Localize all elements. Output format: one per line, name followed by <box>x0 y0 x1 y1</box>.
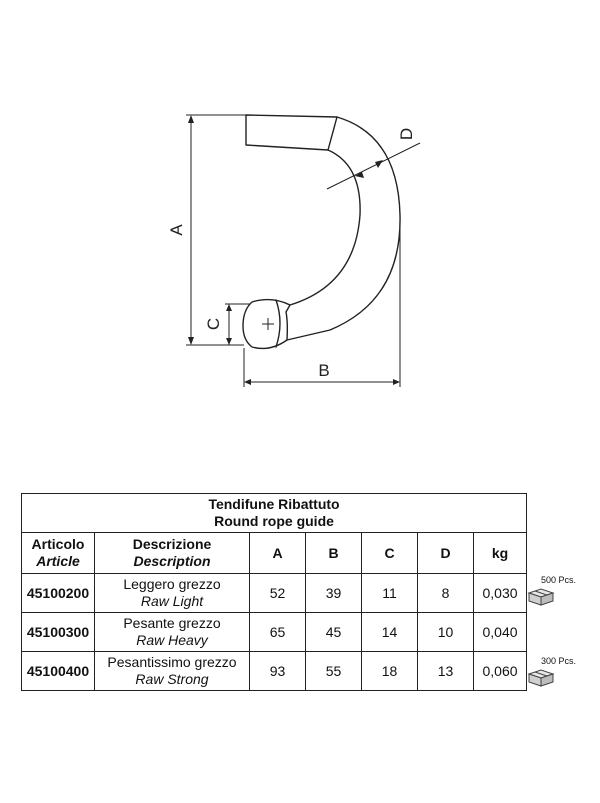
table-row: 45100300 Pesante grezzo Raw Heavy 65 45 … <box>21 612 528 652</box>
table-row: 45100200 Leggero grezzo Raw Light 52 39 … <box>21 573 528 613</box>
cell-desc-it: Pesantissimo grezzo <box>107 654 237 670</box>
cell-c: 14 <box>361 612 418 652</box>
technical-drawing: A C B D <box>167 114 421 387</box>
header-description-it: Descrizione <box>132 536 212 552</box>
hook-cap <box>242 298 291 350</box>
header-a: A <box>249 532 306 574</box>
spec-table: Tendifune Ribattuto Round rope guide Art… <box>20 493 528 691</box>
header-c: C <box>361 532 418 574</box>
cell-a: 52 <box>249 573 306 613</box>
cell-desc-en: Raw Strong <box>135 671 209 687</box>
cell-kg: 0,030 <box>472 573 528 613</box>
table-row: 45100400 Pesantissimo grezzo Raw Strong … <box>21 651 528 691</box>
cell-desc-it: Pesante grezzo <box>123 615 221 631</box>
dim-label-b: B <box>318 361 329 380</box>
header-row: Articolo Article Descrizione Description… <box>21 532 528 574</box>
header-description: Descrizione Description <box>94 532 250 574</box>
cell-a: 93 <box>249 651 306 691</box>
cell-desc-it: Leggero grezzo <box>123 576 221 592</box>
header-description-en: Description <box>133 553 211 569</box>
cell-description: Leggero grezzo Raw Light <box>94 573 250 613</box>
header-article: Articolo Article <box>21 532 95 574</box>
cell-kg: 0,040 <box>472 612 528 652</box>
box-icon <box>527 669 555 687</box>
pack-label-500: 500 Pcs. <box>541 575 577 585</box>
cell-b: 45 <box>305 612 362 652</box>
cell-description: Pesante grezzo Raw Heavy <box>94 612 250 652</box>
cell-desc-en: Raw Light <box>140 593 204 609</box>
cell-article: 45100200 <box>21 573 95 613</box>
cell-description: Pesantissimo grezzo Raw Strong <box>94 651 250 691</box>
dim-label-d: D <box>397 128 416 140</box>
pack-label-300: 300 Pcs. <box>541 656 577 666</box>
cell-b: 55 <box>305 651 362 691</box>
cell-d: 10 <box>417 612 474 652</box>
cell-b: 39 <box>305 573 362 613</box>
cell-article: 45100300 <box>21 612 95 652</box>
cell-d: 8 <box>417 573 474 613</box>
cell-c: 18 <box>361 651 418 691</box>
cell-desc-en: Raw Heavy <box>136 632 208 648</box>
cell-d: 13 <box>417 651 474 691</box>
table-title: Tendifune Ribattuto Round rope guide <box>20 493 528 533</box>
header-article-it: Articolo <box>31 536 85 552</box>
box-icon <box>527 588 555 606</box>
cell-kg: 0,060 <box>472 651 528 691</box>
header-article-en: Article <box>36 553 80 569</box>
title-english: Round rope guide <box>214 513 334 529</box>
title-italian: Tendifune Ribattuto <box>208 496 340 512</box>
hook-end-line <box>327 116 338 151</box>
cell-article: 45100400 <box>21 651 95 691</box>
header-d: D <box>417 532 474 574</box>
header-b: B <box>305 532 362 574</box>
hook-outline <box>245 114 401 341</box>
cell-a: 65 <box>249 612 306 652</box>
dim-label-c: C <box>204 318 223 330</box>
cell-c: 11 <box>361 573 418 613</box>
dim-label-a: A <box>167 224 186 236</box>
header-kg: kg <box>472 532 528 574</box>
